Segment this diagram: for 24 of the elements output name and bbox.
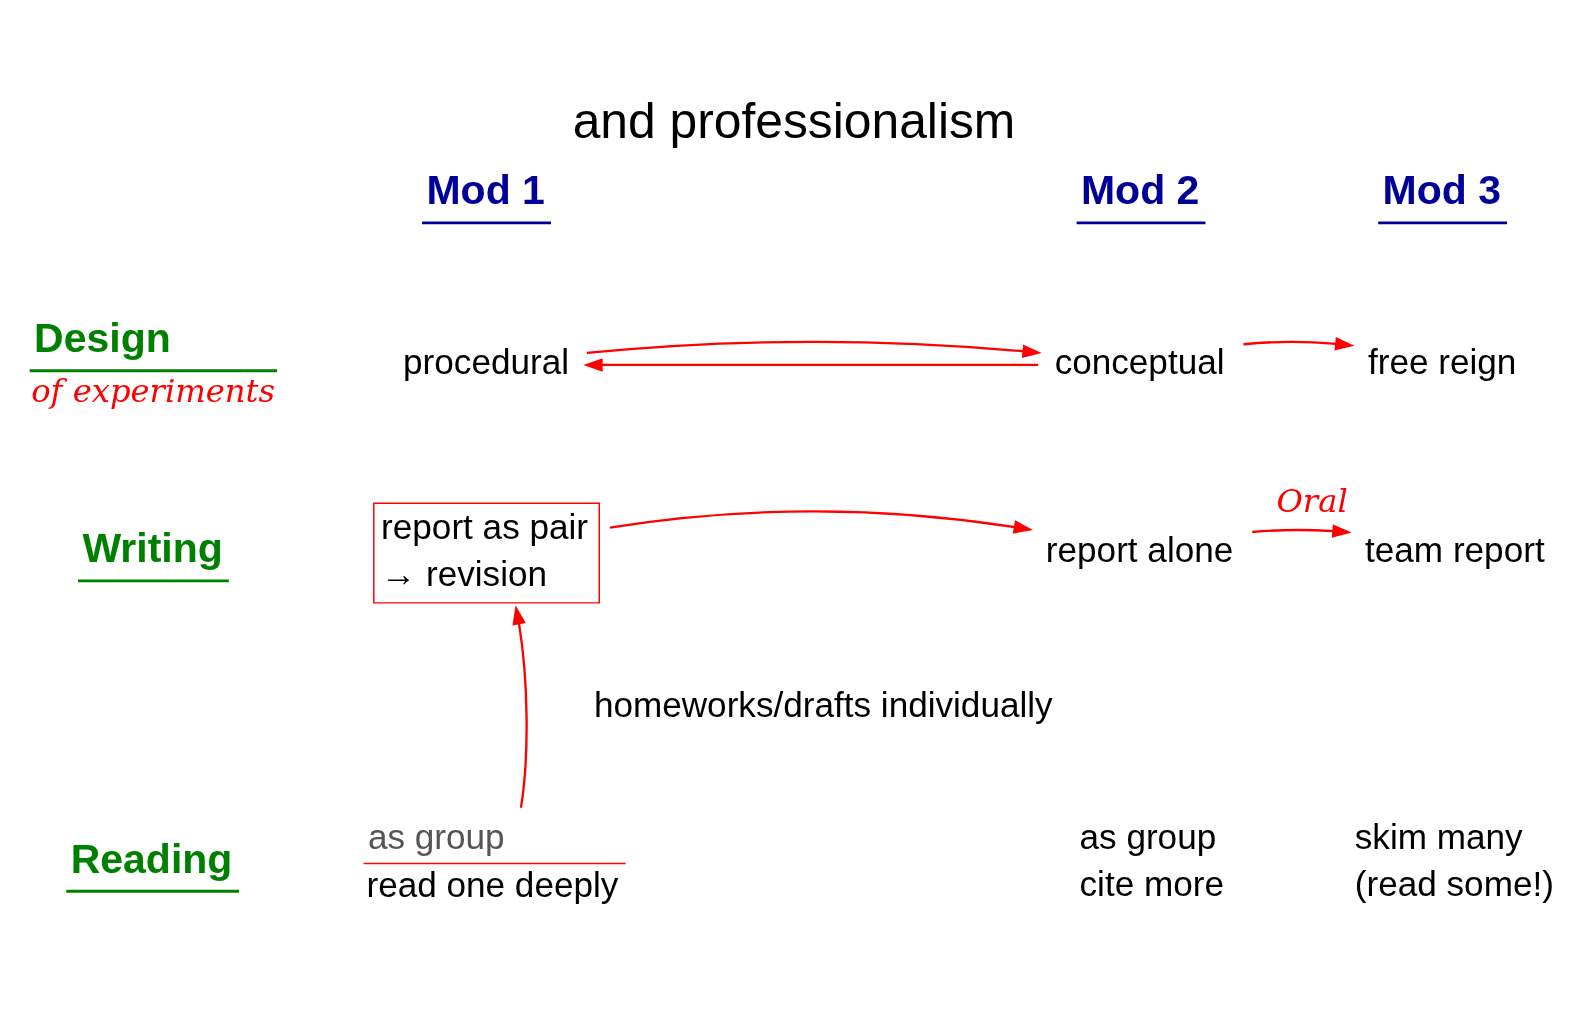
node-text: Mod 3: [1382, 166, 1502, 213]
label: homeworks/drafts individually: [593, 684, 1053, 724]
node-text: as group cite more: [1079, 816, 1224, 903]
node-text: Writing: [82, 524, 223, 571]
node-text: Design of experiments: [31, 314, 276, 410]
node-text: as group read one deeply: [366, 816, 619, 904]
node-text: Mod 2: [1080, 166, 1200, 213]
arrow: [1252, 523, 1352, 538]
diagram-title: and professionalism: [572, 92, 1016, 149]
node-text: team report: [1365, 529, 1545, 569]
arrow: [1243, 336, 1355, 350]
node-text: conceptual: [1054, 341, 1225, 381]
node-box: report as pair → revision: [373, 502, 600, 604]
node-text: free reign: [1367, 341, 1517, 381]
node-label: Oral: [1276, 481, 1348, 519]
arrow: [512, 604, 528, 808]
arrow: [583, 357, 1039, 372]
arrow: [609, 509, 1033, 534]
node-text: Reading: [70, 835, 233, 882]
node-text: report alone: [1045, 529, 1234, 569]
node-text: Mod 1: [426, 166, 545, 213]
node-text: procedural: [403, 341, 570, 381]
arrow: [586, 340, 1042, 358]
node-text: skim many (read some!): [1354, 816, 1554, 903]
